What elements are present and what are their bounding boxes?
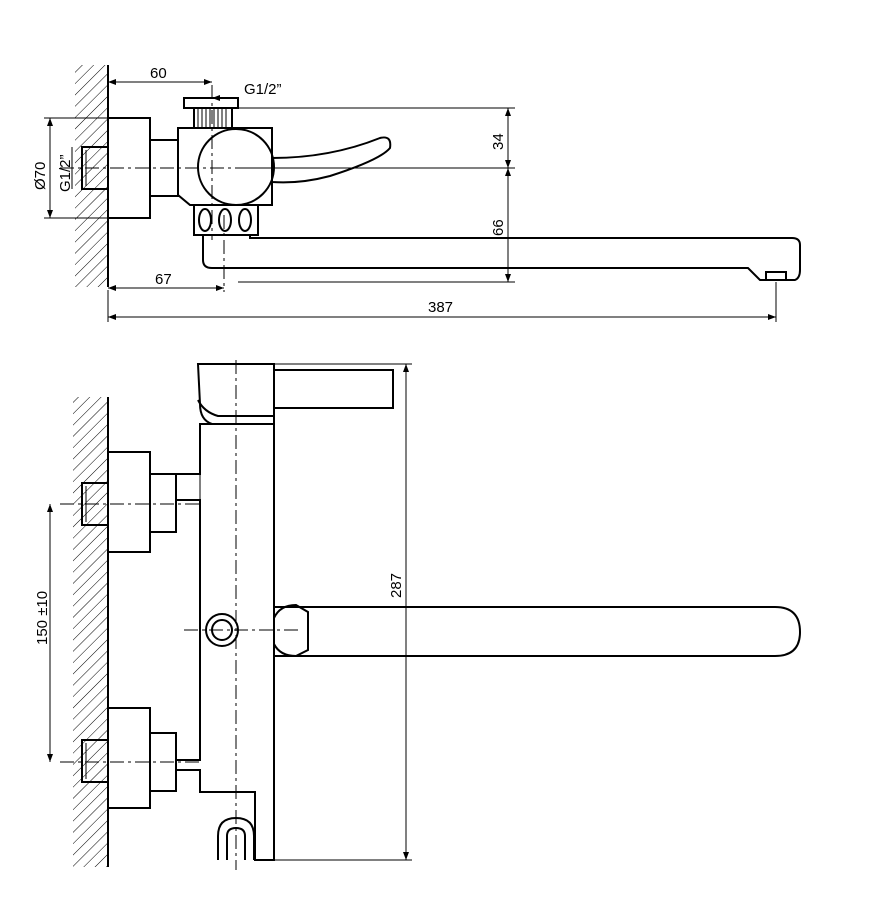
spout-collar bbox=[273, 603, 309, 658]
front-body bbox=[175, 423, 275, 861]
lever-handle bbox=[271, 136, 392, 184]
spout-front bbox=[274, 606, 802, 657]
dim-thread-side: G1/2” bbox=[57, 154, 74, 192]
upper-rosette bbox=[107, 451, 151, 553]
diverter-block bbox=[193, 204, 259, 236]
wall-hatch-front bbox=[73, 397, 108, 867]
mixer-body bbox=[177, 127, 273, 206]
handle-knob bbox=[197, 128, 275, 206]
wall-hatch-top bbox=[75, 65, 108, 287]
lower-rosette bbox=[107, 707, 151, 809]
dim-thread-top: G1/2” bbox=[244, 81, 282, 98]
dim-wall-offset: 60 bbox=[150, 65, 167, 82]
dim-height: 287 bbox=[388, 573, 405, 598]
spout-side bbox=[202, 235, 801, 281]
dim-height-lower: 66 bbox=[490, 219, 507, 236]
dim-total-length: 387 bbox=[428, 299, 453, 316]
dim-height-upper: 34 bbox=[490, 133, 507, 150]
lower-inlet bbox=[81, 739, 109, 783]
dim-spacing: 150 ±10 bbox=[34, 591, 51, 645]
dim-diameter: Ø70 bbox=[32, 162, 49, 190]
aerator bbox=[765, 271, 787, 281]
front-view: 150 ±10 287 bbox=[34, 360, 802, 870]
upper-connector bbox=[149, 473, 177, 533]
upper-inlet bbox=[81, 482, 109, 526]
front-handle bbox=[196, 363, 394, 425]
dim-outlet-depth: 67 bbox=[155, 271, 172, 288]
inlet-pipe bbox=[81, 146, 109, 190]
top-view: 60 G1/2” 34 66 Ø70 G1/2” 67 387 bbox=[32, 65, 801, 322]
